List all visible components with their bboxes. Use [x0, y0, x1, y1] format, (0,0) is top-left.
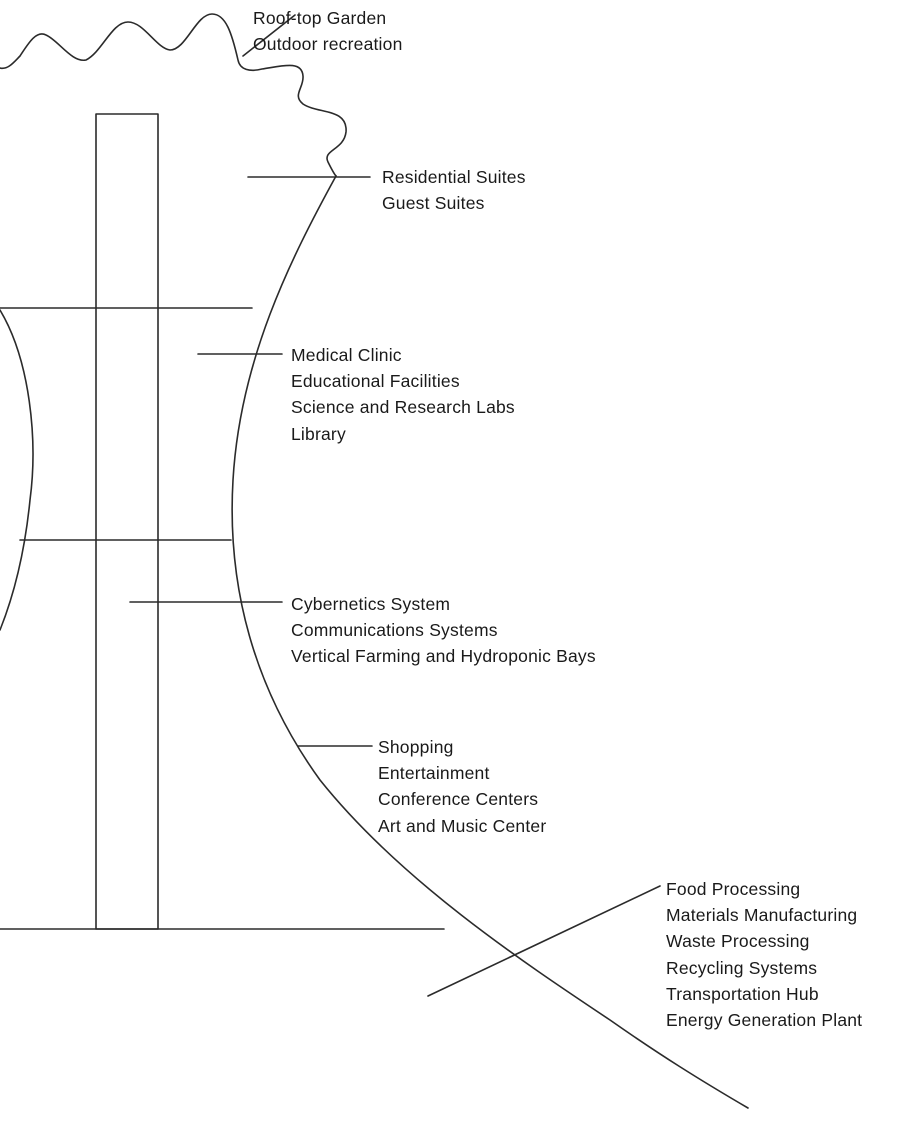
label-line: Energy Generation Plant: [666, 1010, 863, 1031]
label-line: Recycling Systems: [666, 957, 818, 978]
label-line: Shopping: [378, 737, 454, 757]
label-line: Food Processing: [666, 879, 801, 899]
label-line: Art and Music Center: [378, 815, 547, 836]
label-group-roof: Roof-top Garden Outdoor recreation: [253, 5, 403, 57]
label-line: Science and Research Labs: [291, 397, 515, 418]
label-line: Communications Systems: [291, 620, 498, 641]
label-line: Cybernetics System: [291, 594, 451, 614]
inner-hull-curve: [0, 309, 34, 631]
label-line: Educational Facilities: [291, 371, 460, 392]
label-group-industry: Food Processing Materials Manufacturing …: [666, 876, 862, 1033]
outer-hull-curve: [231, 175, 749, 1109]
label-line: Residential Suites: [382, 167, 526, 187]
label-group-residential: Residential Suites Guest Suites: [382, 164, 526, 216]
label-line: Outdoor recreation: [253, 34, 403, 55]
label-group-cybernetics: Cybernetics System Communications System…: [291, 591, 596, 670]
label-group-shopping: Shopping Entertainment Conference Center…: [378, 734, 546, 839]
label-group-medical: Medical Clinic Educational Facilities Sc…: [291, 342, 515, 447]
label-line: Medical Clinic: [291, 345, 402, 365]
label-line: Transportation Hub: [666, 983, 819, 1004]
leader-industry: [427, 885, 661, 997]
central-core: [95, 113, 159, 930]
label-line: Conference Centers: [378, 789, 539, 810]
label-line: Roof-top Garden: [253, 8, 387, 28]
roof-canopy-outline: [0, 13, 347, 177]
label-line: Vertical Farming and Hydroponic Bays: [291, 646, 596, 667]
label-line: Waste Processing: [666, 931, 810, 952]
label-line: Guest Suites: [382, 193, 485, 214]
label-line: Materials Manufacturing: [666, 905, 858, 926]
label-line: Library: [291, 423, 346, 444]
leader-roof: [242, 14, 296, 57]
label-line: Entertainment: [378, 763, 490, 784]
